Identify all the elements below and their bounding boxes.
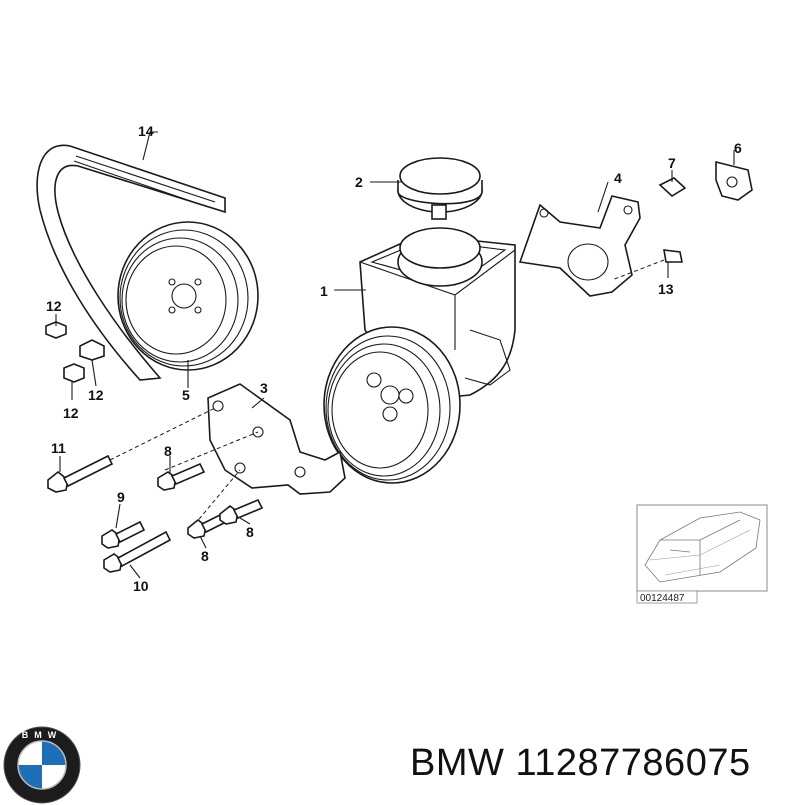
part-number-caption: BMW 11287786075	[410, 742, 751, 785]
bolts-part-9-10	[101, 520, 172, 573]
callout-3: 3	[260, 380, 268, 396]
callout-6: 6	[734, 140, 742, 156]
callout-9: 9	[117, 489, 125, 505]
callout-5: 5	[182, 387, 190, 403]
callout-8-right: 8	[246, 524, 254, 540]
small-bolts-part-12	[45, 321, 105, 383]
callout-12-bottom: 12	[63, 405, 79, 421]
bmw-logo-letters: BMW	[22, 730, 63, 740]
clip-part	[658, 177, 687, 197]
callout-14: 14	[138, 123, 154, 139]
lower-bracket-part	[109, 383, 346, 531]
callout-10: 10	[133, 578, 149, 594]
inset-reference-number: 00124487	[640, 593, 685, 604]
mounting-bracket-part	[518, 195, 641, 297]
callout-12-right: 12	[88, 387, 104, 403]
callout-11: 11	[51, 440, 66, 456]
callout-7: 7	[668, 155, 676, 171]
reservoir-cap-part	[397, 157, 483, 220]
callout-8-upper: 8	[164, 443, 172, 459]
vehicle-inset: 00124487	[636, 504, 768, 604]
callout-13: 13	[658, 281, 674, 297]
callout-1: 1	[320, 283, 328, 299]
bolts-part-8	[157, 462, 264, 539]
pulley-part	[117, 221, 259, 371]
callout-2: 2	[355, 174, 363, 190]
gasket-plate-part	[715, 160, 753, 201]
brand-label: BMW	[410, 742, 505, 784]
steering-pump-part	[323, 227, 516, 484]
callout-8-lower: 8	[201, 548, 209, 564]
callout-4: 4	[614, 170, 622, 186]
long-bolt-part-11	[47, 454, 114, 493]
bolt-part-13	[611, 249, 683, 281]
leader-lines	[55, 131, 735, 579]
bmw-logo: BMW	[3, 726, 81, 804]
drive-belt-part	[36, 144, 226, 381]
part-number: 11287786075	[515, 742, 751, 784]
callout-12-top: 12	[46, 298, 62, 314]
